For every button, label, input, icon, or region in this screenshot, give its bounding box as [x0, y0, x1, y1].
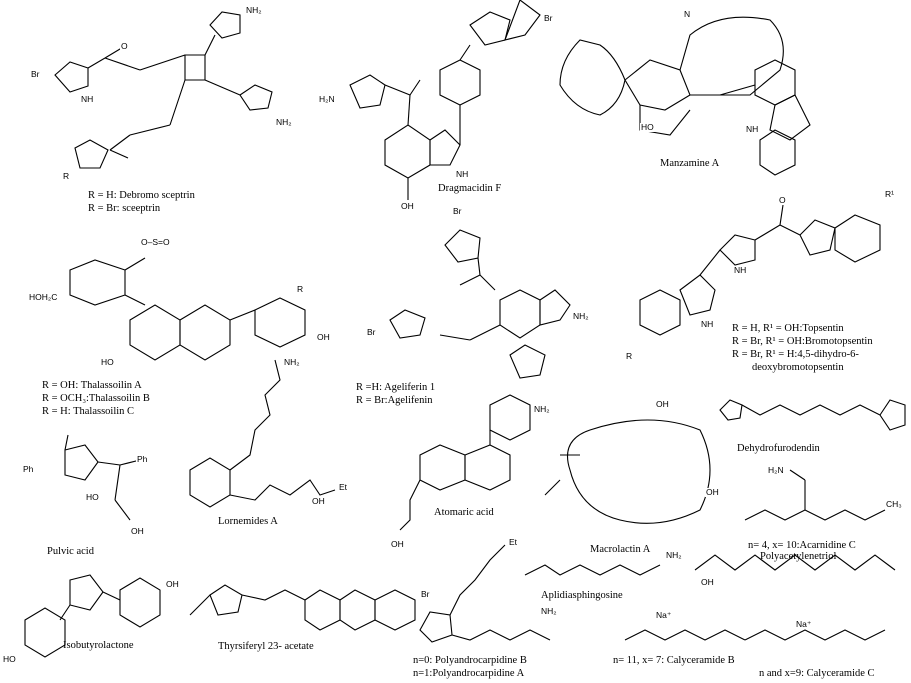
calyceramide-label-1: n= 11, x= 7: Calyceramide B — [613, 655, 735, 666]
atom-et-lornemides: Et — [338, 482, 349, 492]
topsentin-label-1: R = H, R¹ = OH:Topsentin — [732, 323, 844, 334]
atom-r-thalassoilin: R — [296, 284, 305, 294]
topsentin-label-3: R = Br, R¹ = H:4,5-dihydro-6- — [732, 349, 859, 360]
atom-oh2-macrolactin: OH — [705, 487, 720, 497]
atom-oh-thalassoilin: OH — [316, 332, 331, 342]
atom-ho-manzamine: HO — [640, 122, 655, 132]
atom-nh2-topsentin: NH — [700, 319, 715, 329]
pulvic-structure — [64, 434, 141, 521]
atom-ho-thalassoilin: HO — [100, 357, 115, 367]
thalassoilin-label-1: R = OH: Thalassoilin A — [42, 380, 142, 391]
polyacetylenetriol-structure — [694, 554, 896, 571]
ageliferin-label-1: R =H: Ageliferin 1 — [356, 382, 436, 393]
calyceramide-label-2: n and x=9: Calyceramide C — [759, 668, 875, 679]
topsentin-structure — [639, 204, 881, 336]
atom-nh2b-ageliferin: NH₂ — [533, 404, 551, 414]
atom-oh-macrolactin: OH — [655, 399, 670, 409]
acarnidine-label: n= 4, x= 10:Acarnidine C — [748, 540, 856, 551]
polyacetylenetriol-label: Polyacetylenetriol — [760, 551, 837, 562]
polyandrocarpidine-label-2: n=1:Polyandrocarpidine A — [413, 668, 525, 679]
atom-ho-isobutyrolactone: HO — [2, 654, 17, 664]
atom-et-polyandrocarpidine: Et — [508, 537, 519, 547]
atom-na-calyceramide-b: Na⁺ — [655, 610, 673, 620]
aplidiasphingosine-label: Aplidiasphingosine — [541, 590, 623, 601]
atom-ho-pulvic: HO — [85, 492, 100, 502]
isobutyrolactone-label: Isobutyrolactone — [63, 640, 134, 651]
dragmacidin-label: Dragmacidin F — [438, 183, 502, 194]
atom-nh-manzamine: NH — [745, 124, 760, 134]
atom-nh-topsentin: NH — [733, 265, 748, 275]
atom-nh2-lornemides: NH₂ — [283, 357, 301, 367]
atom-oh-pulvic: OH — [130, 526, 145, 536]
macrolactin-structure — [544, 419, 711, 524]
atom-ph-pulvic: Ph — [22, 464, 35, 474]
isobutyrolactone-structure — [24, 574, 161, 658]
topsentin-label-2: R = Br, R¹ = OH:Bromotopsentin — [732, 336, 873, 347]
manzamine-structure — [559, 16, 811, 176]
macrolactin-label: Macrolactin A — [590, 544, 651, 555]
atom-br2-ageliferin: Br — [366, 327, 377, 337]
atom-nh-dragmacidin: NH — [455, 169, 470, 179]
dehydrofurodendin-structure — [719, 399, 906, 431]
atom-nh-sceptrin: NH — [80, 94, 95, 104]
atom-r-topsentin: R — [625, 351, 634, 361]
topsentin-label-3b: deoxybromotopsentin — [752, 362, 844, 373]
atom-br-thyrsiferyl: Br — [420, 589, 431, 599]
atom-nh2-aplidiasphingosine: NH₂ — [665, 550, 683, 560]
manzamine-label: Manzamine A — [660, 158, 720, 169]
thalassoilin-structure — [69, 257, 306, 361]
acarnidine-structure — [744, 469, 886, 521]
ageliferin-label-2: R = Br:Agelifenin — [356, 395, 433, 406]
atom-br-sceptrin: Br — [30, 69, 41, 79]
atom-nh2-sceptrin-right: NH₂ — [275, 117, 293, 127]
atom-br-ageliferin: Br — [452, 206, 463, 216]
atomaric-label: Atomaric acid — [434, 507, 494, 518]
lornemides-label: Lornemides A — [218, 516, 278, 527]
thalassoilin-label-3: R = H: Thalassoilin C — [42, 406, 135, 417]
thyrsiferyl-structure — [189, 584, 416, 631]
atom-na-calyceramide-c: Na⁺ — [795, 619, 813, 629]
atom-oh-isobutyrolactone: OH — [165, 579, 180, 589]
atomaric-structure — [399, 394, 531, 531]
atom-ch3-acarnidine: CH₃ — [885, 499, 903, 509]
dehydrofurodendin-label: Dehydrofurodendin — [737, 443, 820, 454]
atom-br-dragmacidin: Br — [543, 13, 554, 23]
sceptrin-label-1: R = H: Debromo sceptrin — [88, 190, 195, 201]
pulvic-label: Pulvic acid — [47, 546, 94, 557]
atom-r1-topsentin: R¹ — [884, 189, 895, 199]
polyandrocarpidine-structure — [419, 544, 551, 643]
ageliferin-structure — [389, 229, 571, 379]
atom-n-manzamine: N — [683, 9, 692, 19]
lornemides-structure — [189, 359, 336, 508]
aplidiasphingosine-structure — [524, 564, 661, 576]
atom-oh-lornemides: OH — [311, 496, 326, 506]
polyandrocarpidine-label-1: n=0: Polyandrocarpidine B — [413, 655, 527, 666]
atom-oh-polyacetylenetriol: OH — [700, 577, 715, 587]
calyceramide-structure — [624, 629, 886, 641]
atom-sulfonate-thalassoilin: O–S=O — [140, 237, 171, 247]
atom-oh-atomaric: OH — [390, 539, 405, 549]
sceptrin-structure — [54, 11, 273, 169]
atom-nh2-ageliferin: NH₂ — [572, 311, 590, 321]
thyrsiferyl-label: Thyrsiferyl 23- acetate — [218, 641, 314, 652]
atom-hoh2c-thalassoilin: HOH₂C — [28, 292, 59, 302]
atom-oh-dragmacidin: OH — [400, 201, 415, 211]
thalassoilin-label-2: R = OCH₃:Thalassoilin B — [42, 393, 150, 404]
atom-o-sceptrin: O — [120, 41, 129, 51]
atom-nh2-sceptrin-top: NH₂ — [245, 5, 263, 15]
atom-ph2-pulvic: Ph — [136, 454, 149, 464]
atom-nh2-polyandrocarpidine: NH₂ — [540, 606, 558, 616]
atom-h2n-acarnidine: H₂N — [767, 465, 785, 475]
sceptrin-label-2: R = Br: sceeptrin — [88, 203, 161, 214]
atom-r-sceptrin: R — [62, 171, 71, 181]
atom-o-topsentin: O — [778, 195, 787, 205]
atom-h2n-dragmacidin: H₂N — [318, 94, 336, 104]
dragmacidin-structure — [349, 0, 541, 200]
